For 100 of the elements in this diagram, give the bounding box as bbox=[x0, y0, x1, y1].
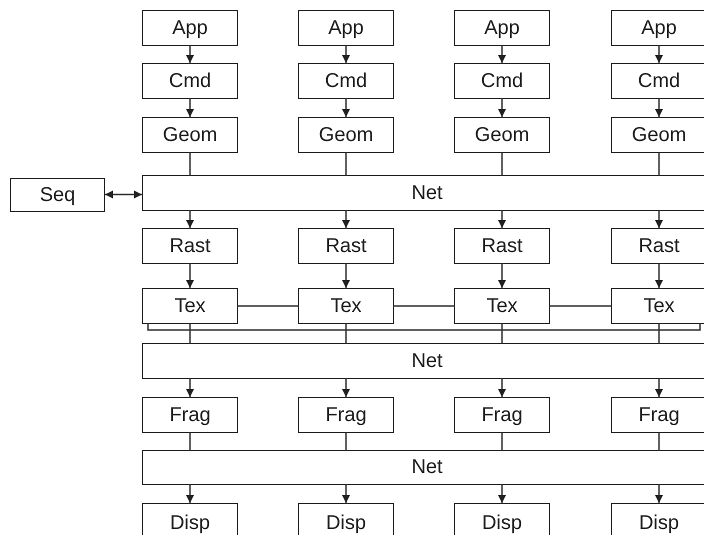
arrow bbox=[186, 99, 194, 117]
arrow bbox=[105, 190, 142, 198]
arrow bbox=[342, 46, 350, 63]
arrow bbox=[342, 99, 350, 117]
box-label: Frag bbox=[169, 404, 211, 426]
connector-line bbox=[658, 324, 660, 343]
process-box bbox=[142, 288, 238, 324]
process-box bbox=[454, 10, 550, 46]
arrow bbox=[342, 379, 350, 397]
arrow bbox=[498, 99, 506, 117]
arrow bbox=[655, 379, 663, 397]
box-label: Cmd bbox=[168, 70, 212, 92]
network-bar bbox=[142, 175, 704, 211]
arrow bbox=[498, 211, 506, 228]
process-box bbox=[298, 288, 394, 324]
process-box bbox=[142, 117, 238, 153]
arrow bbox=[655, 264, 663, 288]
box-label: Geom bbox=[632, 124, 686, 146]
connector-line bbox=[501, 153, 503, 175]
process-box bbox=[142, 228, 238, 264]
process-box bbox=[298, 503, 394, 535]
connector-line bbox=[550, 305, 611, 307]
box-label: Net bbox=[411, 182, 443, 204]
box-label: Seq bbox=[40, 184, 76, 206]
connector-line bbox=[658, 433, 660, 450]
box-label: Cmd bbox=[638, 70, 680, 92]
arrow bbox=[342, 211, 350, 228]
box-label: App bbox=[641, 16, 677, 40]
arrow bbox=[498, 379, 506, 397]
process-box bbox=[142, 10, 238, 46]
arrow bbox=[342, 485, 350, 503]
connector-line bbox=[147, 324, 701, 331]
process-box bbox=[454, 228, 550, 264]
arrow bbox=[186, 211, 194, 228]
box-label: App bbox=[328, 16, 364, 40]
process-box bbox=[611, 288, 704, 324]
box-label: Tex bbox=[486, 294, 518, 318]
process-box bbox=[142, 397, 238, 433]
process-box bbox=[454, 288, 550, 324]
process-box bbox=[454, 63, 550, 99]
arrow bbox=[186, 485, 194, 503]
process-box bbox=[611, 10, 704, 46]
process-box bbox=[611, 228, 704, 264]
box-label: Frag bbox=[325, 404, 367, 426]
box-label: Frag bbox=[638, 404, 680, 426]
process-box bbox=[611, 503, 704, 535]
box-label: Geom bbox=[162, 124, 218, 146]
box-label: Frag bbox=[481, 404, 523, 426]
process-box bbox=[142, 63, 238, 99]
process-box bbox=[454, 503, 550, 535]
box-label: Geom bbox=[318, 124, 374, 146]
box-label: Geom bbox=[474, 124, 530, 146]
arrow bbox=[655, 485, 663, 503]
box-label: Net bbox=[411, 456, 443, 479]
box-label: Rast bbox=[325, 234, 367, 258]
connector-line bbox=[501, 433, 503, 450]
connector-line bbox=[345, 433, 347, 450]
process-box bbox=[10, 178, 105, 212]
arrow bbox=[655, 46, 663, 63]
process-box bbox=[298, 10, 394, 46]
process-box bbox=[611, 63, 704, 99]
network-bar bbox=[142, 343, 704, 379]
box-label: Net bbox=[411, 350, 443, 372]
connector-line bbox=[189, 324, 191, 343]
process-box bbox=[611, 397, 704, 433]
process-box bbox=[298, 397, 394, 433]
process-box bbox=[454, 397, 550, 433]
arrow bbox=[498, 485, 506, 503]
box-label: App bbox=[172, 16, 208, 40]
arrow bbox=[498, 264, 506, 288]
box-label: Rast bbox=[481, 234, 523, 258]
arrow bbox=[655, 99, 663, 117]
connector-line bbox=[189, 153, 191, 175]
network-bar bbox=[142, 450, 704, 485]
box-label: App bbox=[484, 16, 520, 40]
box-label: Disp bbox=[482, 512, 522, 535]
box-label: Rast bbox=[169, 234, 211, 258]
process-box bbox=[142, 503, 238, 535]
arrow bbox=[655, 211, 663, 228]
connector-line bbox=[394, 305, 454, 307]
connector-line bbox=[501, 324, 503, 343]
box-label: Cmd bbox=[480, 70, 524, 92]
box-label: Disp bbox=[326, 512, 366, 535]
connector-line bbox=[189, 433, 191, 450]
process-box bbox=[298, 117, 394, 153]
process-box bbox=[454, 117, 550, 153]
process-box bbox=[611, 117, 704, 153]
arrow bbox=[186, 264, 194, 288]
arrow bbox=[186, 46, 194, 63]
process-box bbox=[298, 228, 394, 264]
arrow bbox=[342, 264, 350, 288]
connector-line bbox=[345, 153, 347, 175]
box-label: Disp bbox=[170, 512, 210, 535]
box-label: Tex bbox=[174, 294, 206, 318]
connector-line bbox=[238, 305, 298, 307]
arrow bbox=[498, 46, 506, 63]
box-label: Tex bbox=[330, 294, 362, 318]
arrow bbox=[186, 379, 194, 397]
connector-line bbox=[345, 324, 347, 343]
box-label: Tex bbox=[643, 294, 675, 318]
